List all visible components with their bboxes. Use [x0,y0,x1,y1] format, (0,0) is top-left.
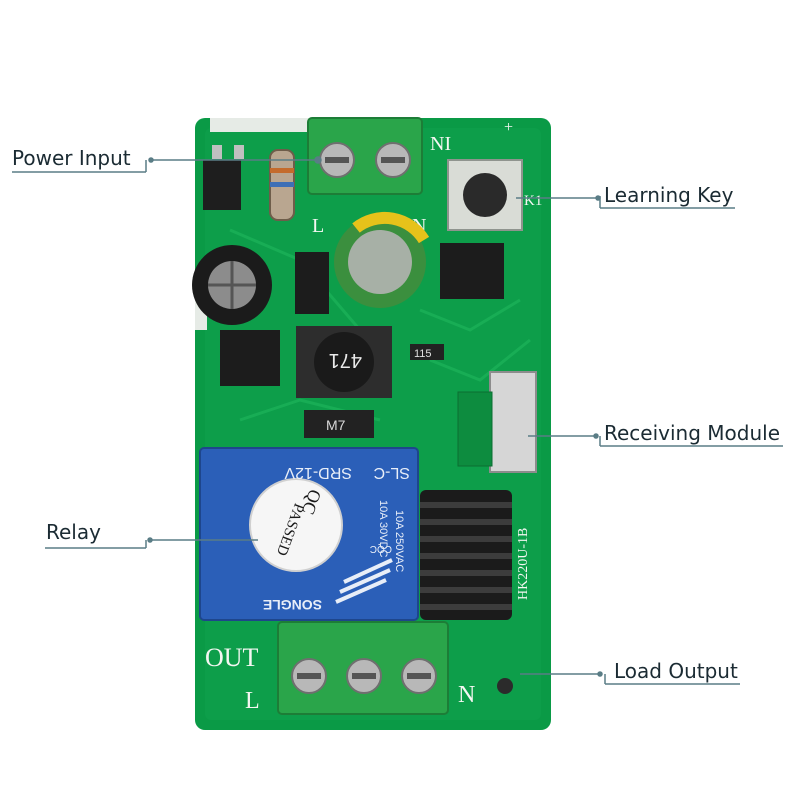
songle-logo [335,558,393,604]
inductor: 471 [296,326,392,398]
relay-leader [45,539,258,549]
antenna-coil [420,490,512,620]
relay-brand: SONGLE [263,597,322,613]
callout-load-output: Load Output [614,659,738,683]
mounting-hole [497,678,513,694]
k1-mark: K1 [524,193,542,209]
callout-power-input: Power Input [12,146,131,170]
capacitor-green [334,212,430,308]
qc-seal [249,478,343,572]
power-input-leader [12,159,318,173]
ni-mark: NI [430,133,451,155]
learning-key-button: NI K1 + [430,119,542,231]
small-resistor [410,344,444,360]
relay: QC PASSED SRD-12V SL-C 10A 250VAC 10A 30… [199,447,419,621]
relay-suffix: SL-C [374,464,410,481]
input-terminal-left-label: L [312,215,324,237]
callout-receiving-module: Receiving Module [604,421,781,445]
callout-leaders [12,156,783,685]
relay-model: SRD-12V [284,464,352,481]
callout-learning-key: Learning Key [604,183,734,207]
output-terminal-left-label: L [245,688,260,714]
relay-rating-2: 10A 30VDC [377,500,389,558]
diode-m7 [304,410,374,438]
output-terminal-right-label: N [458,682,475,708]
diode-code: M7 [326,417,346,433]
power-input-terminal: L N [307,117,426,237]
load-output-leader [520,673,740,685]
capacitor-black [192,245,272,325]
inductor-code: 471 [329,349,362,371]
module-code: HK220U-1B [516,528,531,600]
receiving-module: HK220U-1B [457,371,537,600]
out-label: OUT [205,643,259,672]
diode-large [295,252,329,314]
regulator-chip [203,160,241,210]
callout-relay: Relay [46,520,101,544]
load-output-terminal: OUT L N [205,621,475,715]
receiving-module-leader [528,435,783,447]
relay-cert: CQC [370,543,392,554]
plus-mark: + [504,119,513,136]
decoder-chip [440,243,504,299]
resistor-code: 115 [414,348,432,360]
relay-rating-1: 10A 250VAC [393,510,405,572]
driver-chip [220,330,280,386]
